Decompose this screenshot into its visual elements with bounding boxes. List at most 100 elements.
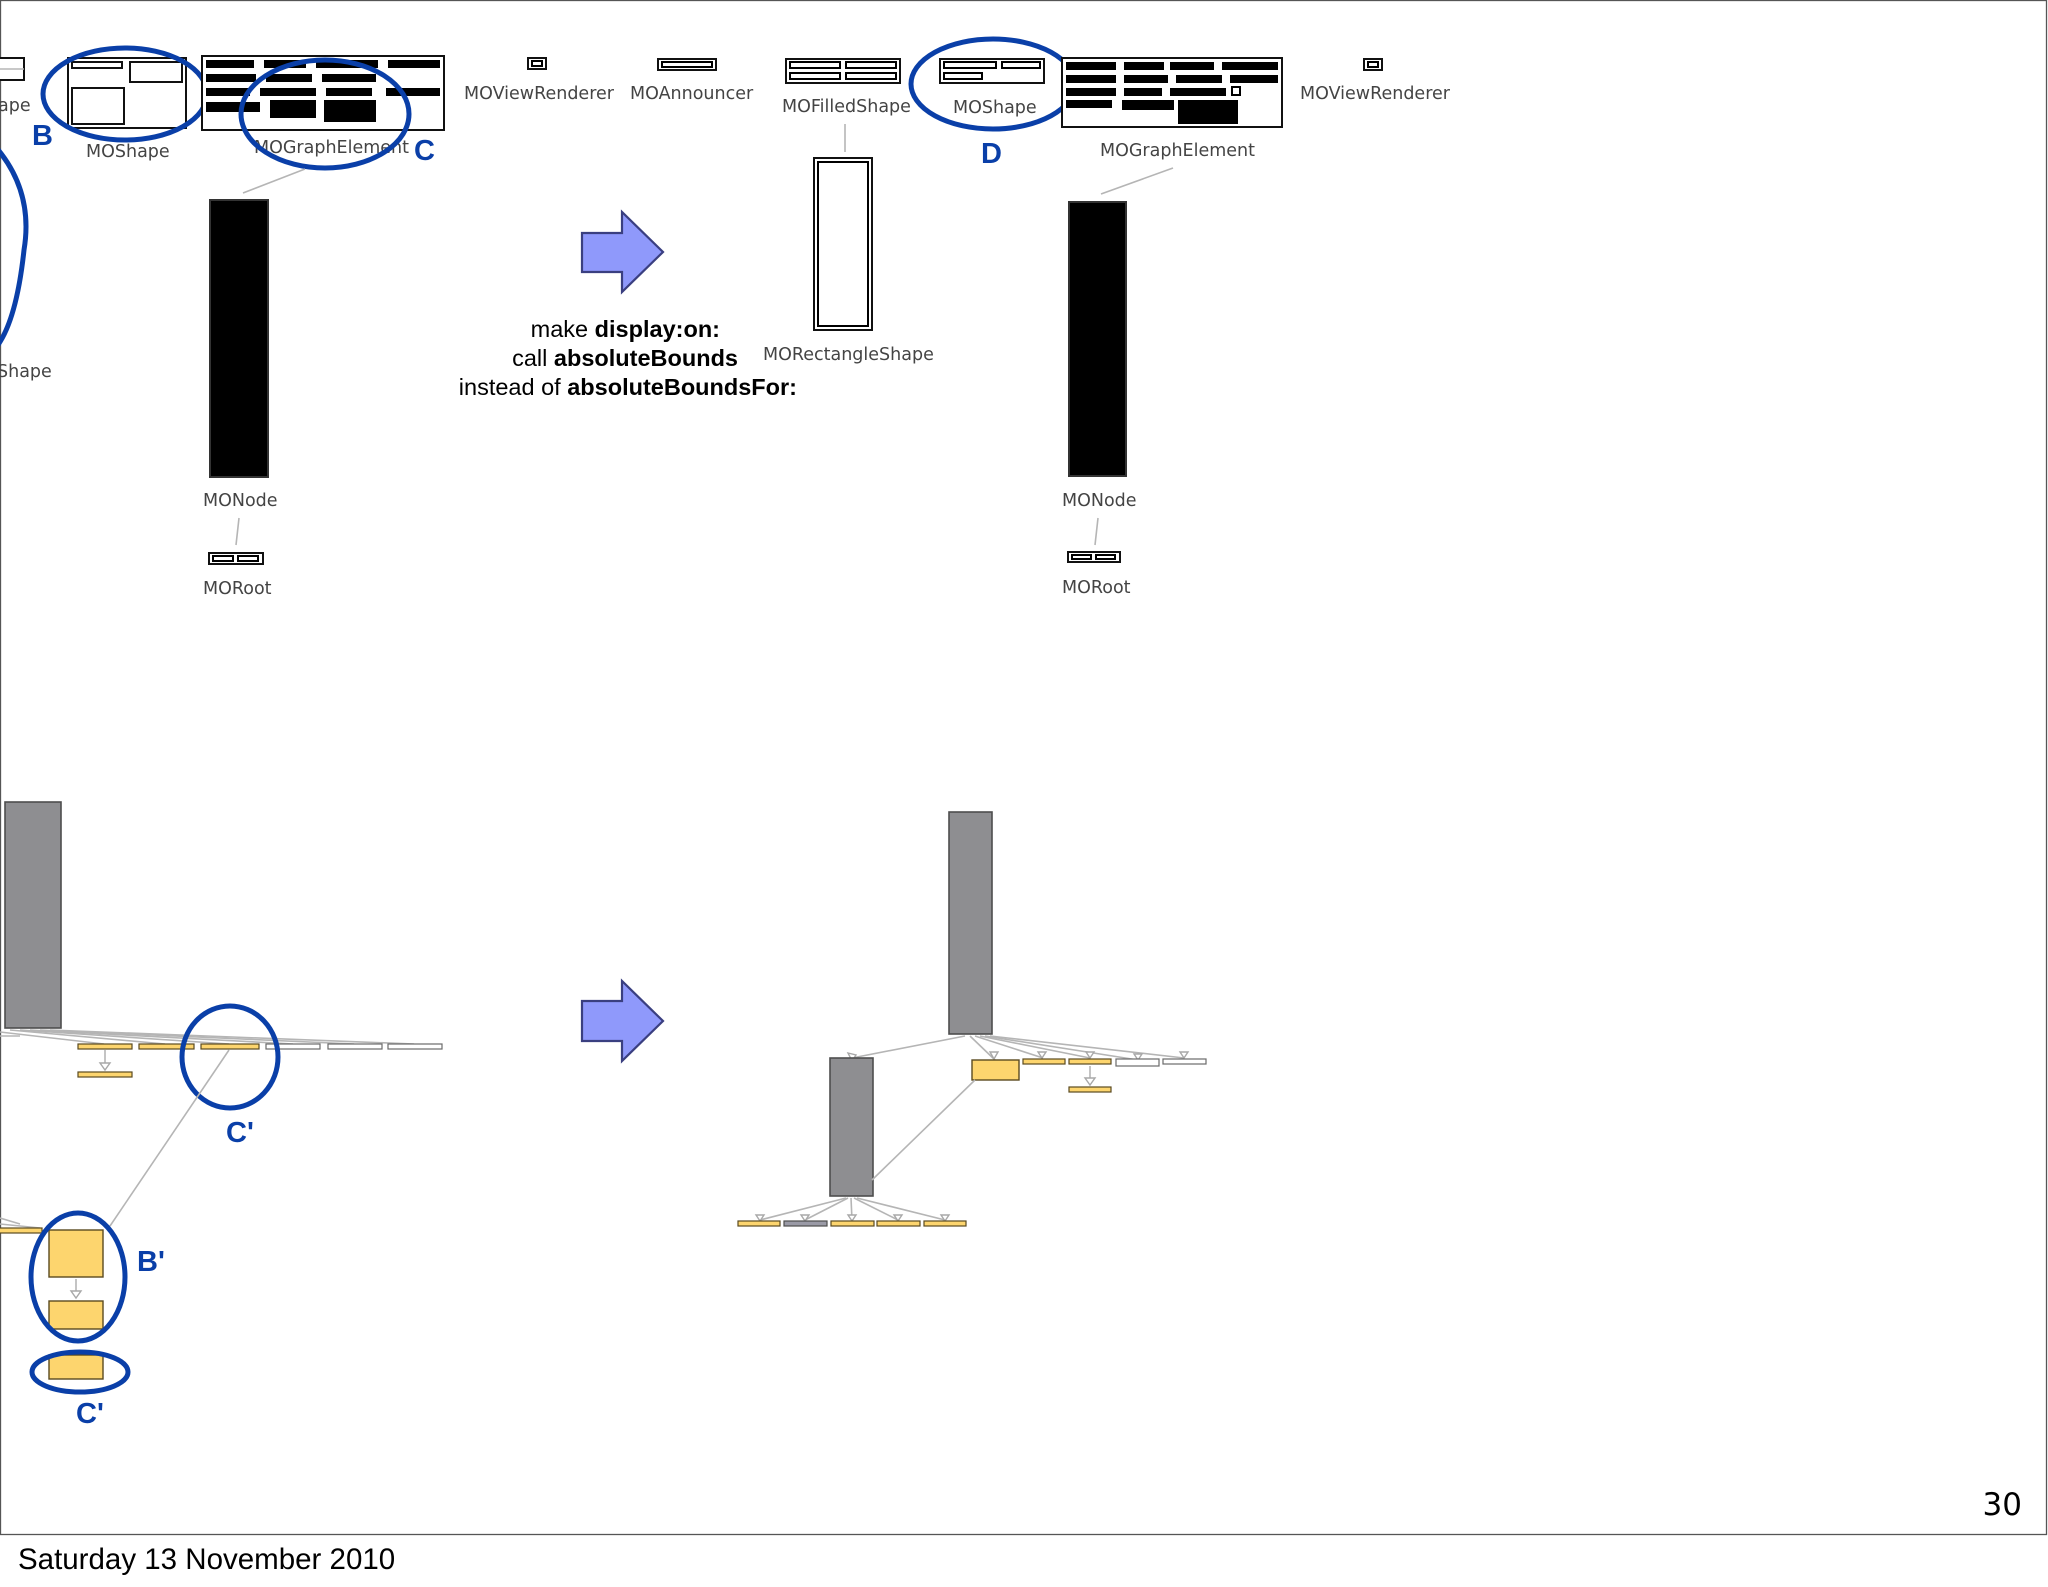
moshape-slot-top-left xyxy=(71,61,123,69)
marker-b: B xyxy=(32,120,53,152)
b-prime-child-node xyxy=(48,1300,104,1330)
mographelement-bar-right xyxy=(1066,62,1116,70)
side-strip-yellow xyxy=(0,1227,43,1234)
fan-edge-lower xyxy=(0,1223,41,1229)
marker-b-prime: B' xyxy=(137,1246,165,1278)
gray-child-node xyxy=(829,1057,874,1197)
top-right-class-tree: MOFilledShape MORectangleShape MOShape D… xyxy=(763,36,1451,598)
mographelement-bar xyxy=(324,100,376,122)
moshape-label-right: MOShape xyxy=(953,98,1037,118)
mographelement-bar xyxy=(206,60,254,68)
child-strip-yellow xyxy=(138,1043,195,1050)
mographelement-bar-right xyxy=(1222,62,1278,70)
mographelement-bar xyxy=(322,74,376,82)
mofilledshape-slot xyxy=(845,72,897,80)
moroot-slot-right xyxy=(1095,554,1116,560)
mographelement-bar xyxy=(206,102,260,112)
moannouncer-label: MOAnnouncer xyxy=(630,84,754,104)
arrowhead xyxy=(69,1290,83,1300)
moroot-slot-right xyxy=(1071,554,1092,560)
fan-edge xyxy=(974,1035,1044,1059)
transition-arrow-top xyxy=(580,209,665,295)
leaf-strip-yellow xyxy=(830,1220,875,1227)
transition-arrow-bottom xyxy=(580,978,665,1064)
caption-line-2: call absoluteBounds xyxy=(512,345,738,371)
mographelement-bar xyxy=(206,74,256,82)
mographelement-bar-right xyxy=(1124,75,1168,83)
fan-edge xyxy=(49,1029,415,1045)
marker-d: D xyxy=(981,138,1002,170)
leaf-strip-gray xyxy=(783,1220,828,1227)
mographelement-bar-right xyxy=(1230,75,1278,83)
child-strip-yellow xyxy=(1068,1058,1112,1065)
moroot-label-left: MORoot xyxy=(203,579,272,599)
fan-edge-lower xyxy=(804,1197,849,1221)
arrowhead xyxy=(1083,1077,1097,1087)
mographelement-bar-right xyxy=(1066,75,1116,83)
c-prime-node-lower xyxy=(48,1354,104,1380)
mographelement-bar xyxy=(270,100,316,118)
marker-c: C xyxy=(414,135,435,167)
monode-label-right: MONode xyxy=(1062,491,1137,511)
mographelement-bar-right xyxy=(1066,100,1112,108)
fan-edge xyxy=(0,1031,105,1045)
fan-edge xyxy=(969,1035,996,1061)
fan-edge-lower xyxy=(0,1217,21,1225)
edge-monode-to-moroot-right xyxy=(1094,517,1099,546)
edge-b-prime-to-c-prime xyxy=(109,1049,230,1227)
gray-root-node-right xyxy=(948,811,993,1035)
edge-graphelement-to-monode-right xyxy=(1100,167,1174,195)
leaf-strip-yellow xyxy=(737,1220,781,1227)
bottom-left-instance-graph: C' B' C' xyxy=(0,801,443,1430)
mographelement-bar-right xyxy=(1170,62,1214,70)
fan-edge xyxy=(851,1035,966,1059)
moroot-slot-left xyxy=(212,555,234,562)
edge-graphelement-to-monode-left xyxy=(242,168,306,194)
child-strip-white xyxy=(1162,1058,1207,1065)
fan-edge xyxy=(989,1035,1185,1059)
mographelement-bar-right xyxy=(1170,88,1226,96)
moviewrenderer-slot-a xyxy=(531,60,543,67)
arrowhead xyxy=(1036,1051,1048,1060)
arrowhead xyxy=(1132,1053,1144,1062)
mographelement-bar xyxy=(386,88,440,96)
moviewrenderer-label-b: MOViewRenderer xyxy=(1300,84,1451,104)
fan-edge-lower xyxy=(853,1197,899,1221)
child-strip-yellow xyxy=(1022,1058,1066,1065)
moshape-slot-right xyxy=(943,61,997,69)
mographelement-bar xyxy=(326,88,372,96)
mographelement-bar xyxy=(266,74,312,82)
marker-c-prime-lower: C' xyxy=(76,1398,104,1430)
mographelement-bar xyxy=(388,60,440,68)
slide-frame xyxy=(0,0,2048,1536)
arrowhead xyxy=(1178,1051,1190,1060)
highlight-ring-c xyxy=(238,57,412,171)
moroot-node-right xyxy=(1067,551,1121,563)
child-strip-white xyxy=(327,1043,383,1050)
arrowhead xyxy=(1084,1051,1096,1060)
mographelement-bar-right xyxy=(1178,100,1238,124)
caption-text: make display:on: call absoluteBounds ins… xyxy=(459,316,797,400)
mofilledshape-slot xyxy=(789,72,841,80)
mographelement-bar-right xyxy=(1124,88,1162,96)
highlight-ring-c-prime-upper xyxy=(179,1003,281,1111)
fan-edge xyxy=(9,1029,166,1045)
fan-edge xyxy=(19,1029,230,1045)
moroot-slot-left xyxy=(237,555,259,562)
child-strip-yellow xyxy=(77,1043,133,1050)
mofilledshape-slot xyxy=(789,61,841,69)
mographelement-label-right: MOGraphElement xyxy=(1100,141,1255,161)
moviewrenderer-label-a: MOViewRenderer xyxy=(464,84,615,104)
moroot-node-left xyxy=(208,552,264,565)
morectangleshape-label: MORectangleShape xyxy=(763,345,934,365)
mofilledshape-slot xyxy=(845,61,897,69)
child-strip-white xyxy=(265,1043,321,1050)
morectangleshape-inner xyxy=(817,161,869,327)
moviewrenderer-slot-b xyxy=(1367,61,1379,68)
top-left-class-tree: ape Shape MOShape B MOGraphElement C M xyxy=(0,45,754,599)
moshape-slot-right xyxy=(943,72,983,80)
arrowhead xyxy=(892,1214,904,1223)
child-strip-white xyxy=(387,1043,443,1050)
mographelement-small-slot xyxy=(1231,86,1241,96)
